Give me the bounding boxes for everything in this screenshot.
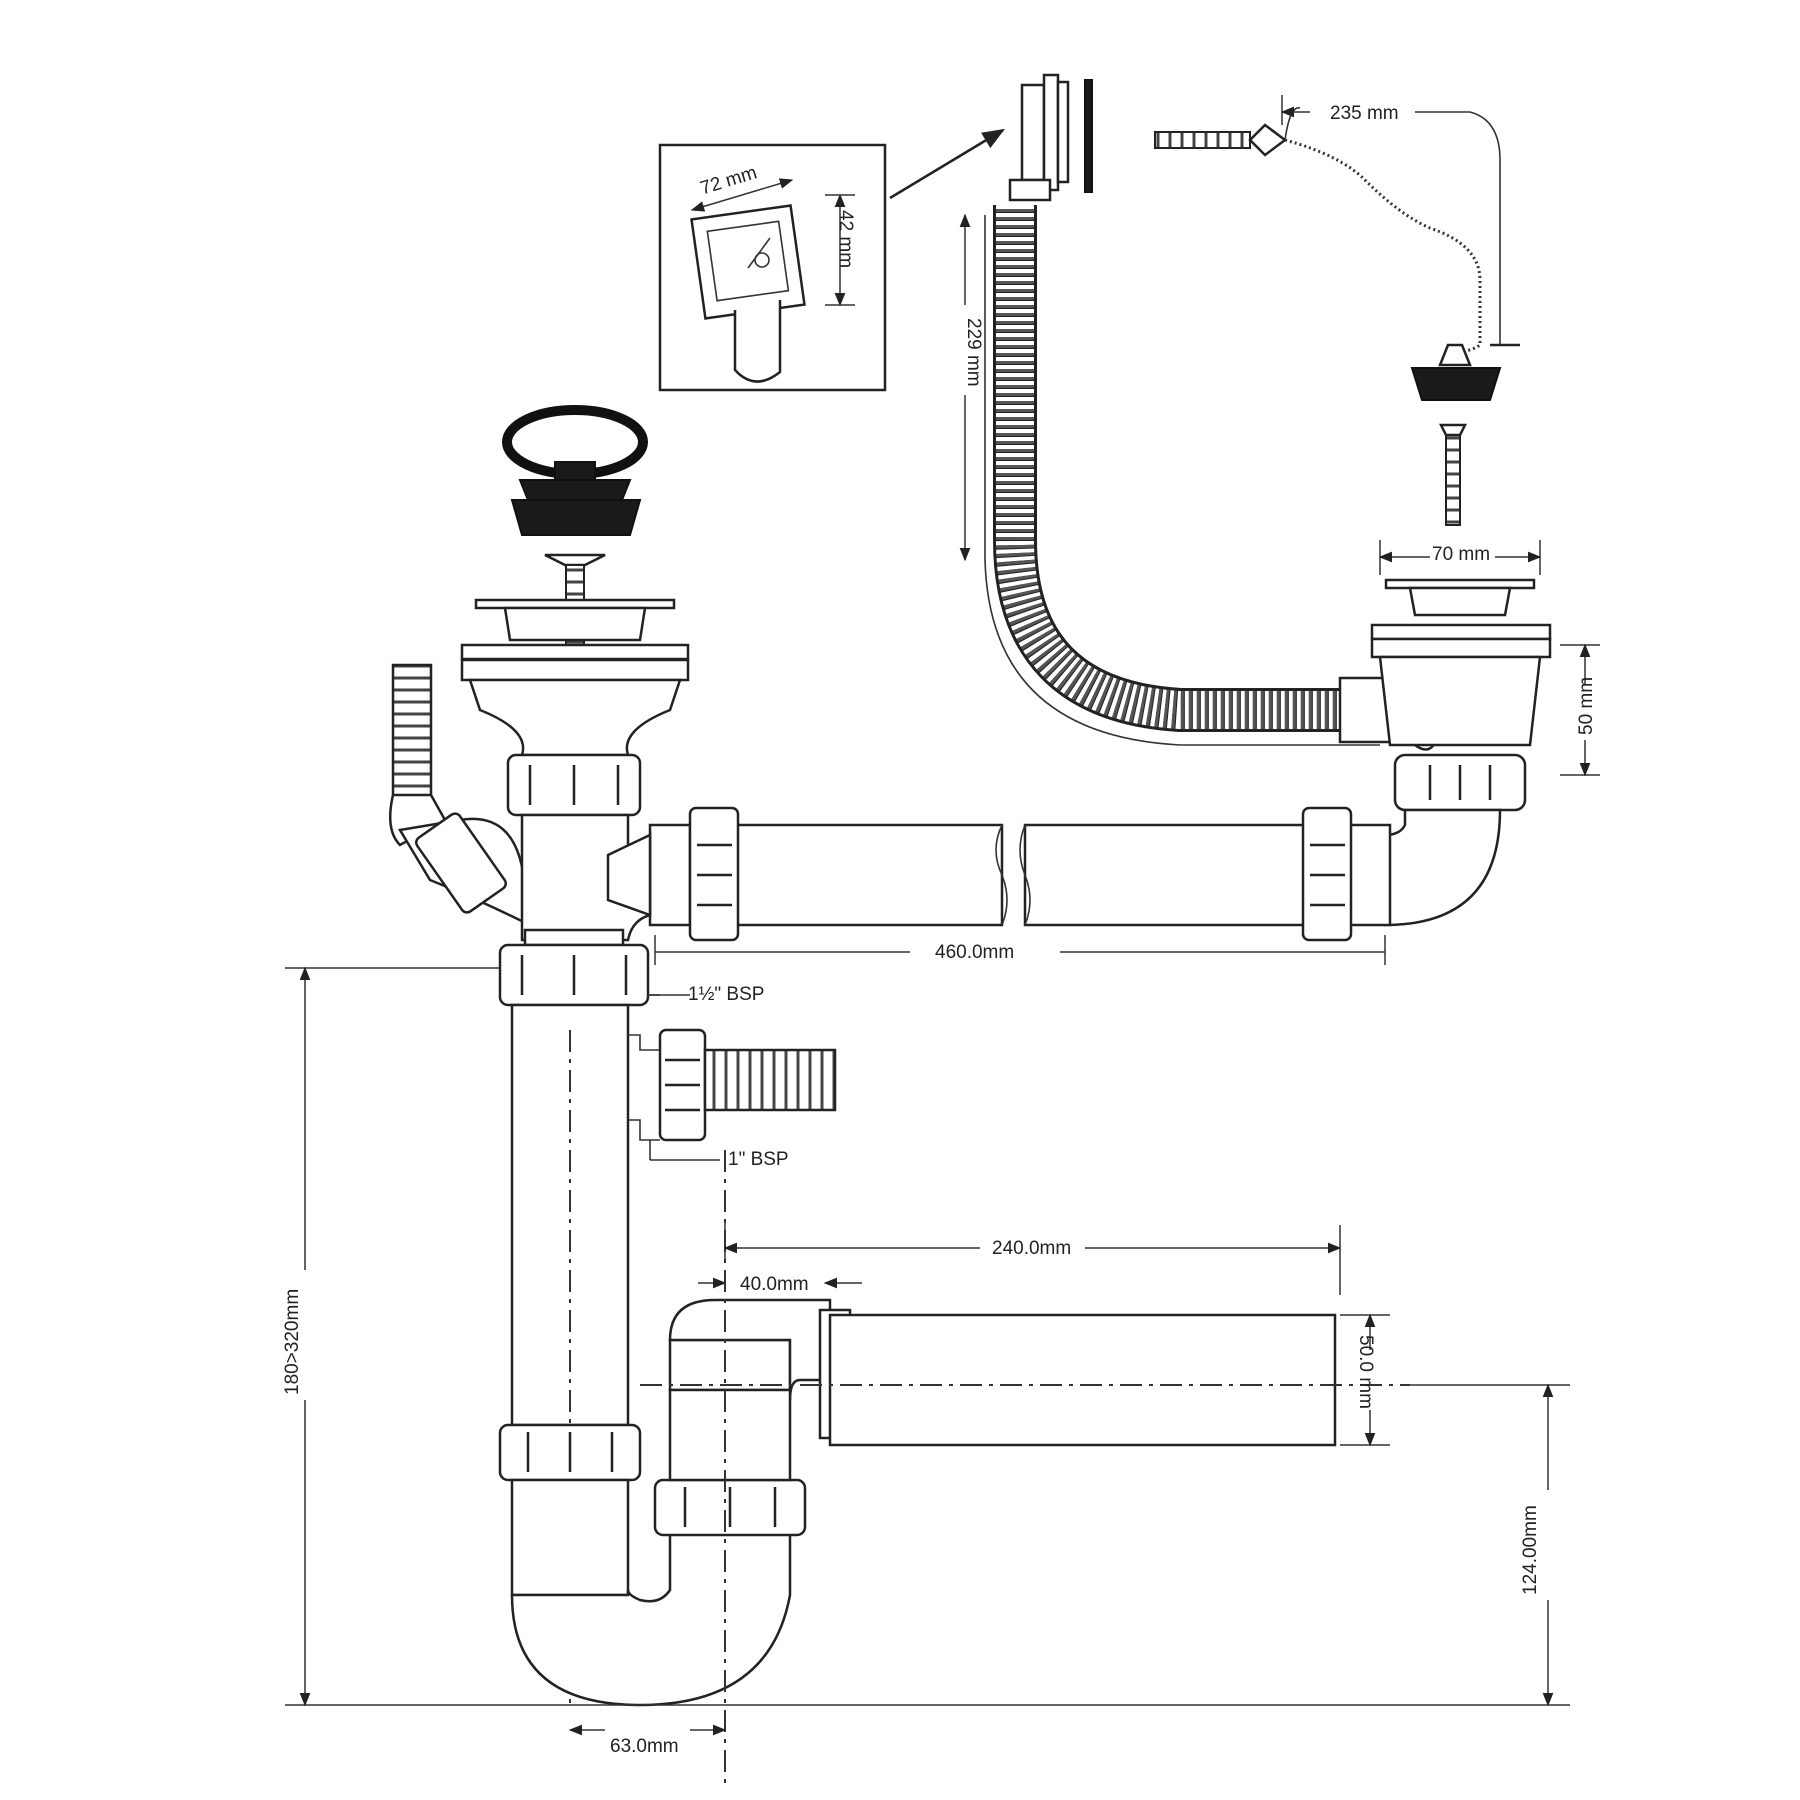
overall-dimensions: 180>320mm 124.00mm 63.0mm bbox=[282, 966, 1570, 1757]
plug-width-label: 70 mm bbox=[1432, 544, 1490, 565]
plug-chain-right: 235 mm bbox=[1154, 95, 1520, 526]
pipe-length-label: 460.0mm bbox=[935, 942, 1014, 963]
outlet-height-label: 124.00mm bbox=[1520, 1505, 1541, 1595]
arrow-icon bbox=[889, 128, 1005, 200]
plug-left bbox=[502, 405, 648, 661]
hose-length-label: 229 mm bbox=[963, 318, 984, 387]
overflow-spigot-left bbox=[388, 663, 543, 933]
outlet-length-label: 240.0mm bbox=[992, 1238, 1071, 1259]
outlet-pipe: 240.0mm 40.0mm 50.0 mm bbox=[640, 1220, 1410, 1447]
bottle-trap bbox=[498, 1150, 832, 1790]
bsp-small-label: 1" BSP bbox=[728, 1149, 789, 1170]
chain-length-label: 235 mm bbox=[1330, 103, 1399, 124]
total-height-label: 180>320mm bbox=[282, 1289, 303, 1395]
inset-width-label: 72 mm bbox=[698, 162, 760, 199]
outlet-diameter-label: 50.0 mm bbox=[1355, 1335, 1376, 1409]
tee-body: 1½" BSP bbox=[498, 813, 764, 1007]
trap-spacing-label: 63.0mm bbox=[610, 1736, 679, 1757]
strainer-left bbox=[460, 598, 690, 817]
bsp-large-label: 1½" BSP bbox=[688, 984, 764, 1005]
inset-height-label: 42 mm bbox=[835, 210, 856, 268]
overflow-head bbox=[1008, 73, 1093, 202]
waste-height-label: 50 mm bbox=[1576, 677, 1597, 735]
strainer-right: 70 mm 50 mm bbox=[1370, 540, 1600, 812]
overflow-detail-inset: 72 mm 42 mm bbox=[658, 143, 887, 392]
overflow-hose: 229 mm bbox=[959, 205, 1442, 751]
bsp-side-spigot: 1" BSP bbox=[649, 1028, 837, 1170]
connecting-pipe: 460.0mm bbox=[648, 806, 1502, 965]
outlet-offset-label: 40.0mm bbox=[740, 1274, 809, 1295]
